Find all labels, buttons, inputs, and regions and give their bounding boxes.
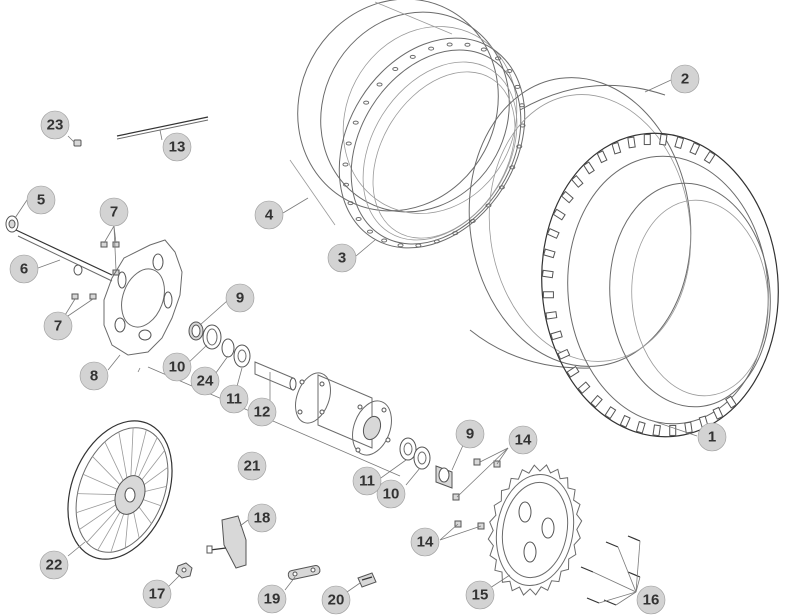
svg-text:24: 24	[197, 373, 214, 390]
svg-text:14: 14	[515, 432, 532, 449]
svg-text:20: 20	[328, 592, 345, 609]
bearing-seal-part-9-right	[435, 465, 453, 489]
callout-5: 5	[26, 185, 56, 215]
svg-text:7: 7	[110, 204, 118, 221]
chain-clip-part-20	[357, 572, 377, 588]
nut-part-17	[175, 562, 193, 579]
leader-lines	[14, 79, 698, 606]
svg-text:15: 15	[472, 587, 489, 604]
callout-4: 4	[254, 200, 284, 230]
inner-tube-part-2	[468, 77, 692, 369]
svg-text:17: 17	[149, 586, 166, 603]
sprocket-bolts-part-16	[580, 535, 641, 606]
complete-wheel-part-22	[67, 420, 173, 560]
svg-text:3: 3	[338, 250, 346, 267]
svg-text:6: 6	[20, 261, 28, 278]
chain-link-part-19	[287, 565, 321, 580]
callout-11-top: 11	[219, 384, 249, 414]
svg-text:1: 1	[708, 429, 716, 446]
spacer-part-10-left	[202, 324, 222, 350]
svg-text:10: 10	[169, 359, 186, 376]
callout-18: 18	[247, 503, 277, 533]
svg-text:13: 13	[169, 139, 186, 156]
brake-disc-bolts-part-7	[71, 241, 120, 300]
callout-1: 1	[697, 422, 727, 452]
svg-text:12: 12	[254, 404, 271, 421]
axle-part-6	[15, 229, 113, 282]
svg-text:7: 7	[54, 318, 62, 335]
callout-3: 3	[327, 243, 357, 273]
callout-9-bottom: 9	[455, 419, 485, 449]
callout-7-top: 7	[99, 197, 129, 227]
brake-disc-part-8	[103, 239, 183, 356]
callout-10-top: 10	[162, 352, 192, 382]
svg-text:8: 8	[90, 368, 98, 385]
svg-text:18: 18	[254, 510, 271, 527]
rod-part-13	[116, 116, 209, 140]
svg-text:9: 9	[236, 290, 244, 307]
callout-6: 6	[9, 254, 39, 284]
callout-22: 22	[39, 550, 69, 580]
callout-14-top: 14	[508, 425, 538, 455]
bolt-part-23	[73, 139, 82, 147]
callout-12: 12	[247, 397, 277, 427]
hub-part-21	[137, 366, 401, 477]
bearing-part-11-right	[399, 437, 417, 461]
svg-text:10: 10	[383, 486, 400, 503]
svg-text:2: 2	[681, 71, 689, 88]
callout-20: 20	[321, 585, 351, 615]
bearing-seal-part-9-left	[188, 321, 204, 341]
svg-text:23: 23	[47, 117, 64, 134]
callout-9-top: 9	[225, 283, 255, 313]
svg-text:5: 5	[37, 192, 45, 209]
rim-part-3	[338, 37, 526, 249]
bearing-part-11-left	[233, 344, 251, 368]
rim-band-part-4	[289, 0, 518, 226]
svg-text:19: 19	[264, 591, 281, 608]
callout-17: 17	[142, 579, 172, 609]
sprocket-part-15	[487, 464, 583, 596]
callout-21: 21	[237, 451, 267, 481]
axle-nut-part-5	[5, 215, 19, 233]
callout-7-bottom: 7	[43, 311, 73, 341]
callout-8: 8	[79, 361, 109, 391]
svg-text:11: 11	[359, 473, 375, 490]
svg-text:21: 21	[244, 458, 261, 475]
svg-text:4: 4	[265, 207, 274, 224]
svg-text:9: 9	[466, 426, 474, 443]
tire-part-1	[541, 132, 779, 438]
callout-19: 19	[257, 584, 287, 614]
svg-text:22: 22	[46, 557, 63, 574]
hub-spacer-tube-part-12	[254, 361, 297, 391]
spacer-part-10-right	[413, 446, 431, 470]
callout-13: 13	[162, 132, 192, 162]
callout-16: 16	[636, 585, 666, 615]
callout-2: 2	[670, 64, 700, 94]
callout-11-bottom: 11	[352, 466, 382, 496]
callout-23: 23	[40, 110, 70, 140]
chain-guide-part-18	[206, 515, 247, 569]
svg-text:16: 16	[643, 592, 660, 609]
ring-part-24	[221, 338, 235, 358]
callout-10-bottom: 10	[376, 479, 406, 509]
svg-text:14: 14	[417, 534, 434, 551]
callout-15: 15	[465, 580, 495, 610]
callout-14-bottom: 14	[410, 527, 440, 557]
callout-24: 24	[190, 366, 220, 396]
svg-text:11: 11	[226, 391, 242, 408]
